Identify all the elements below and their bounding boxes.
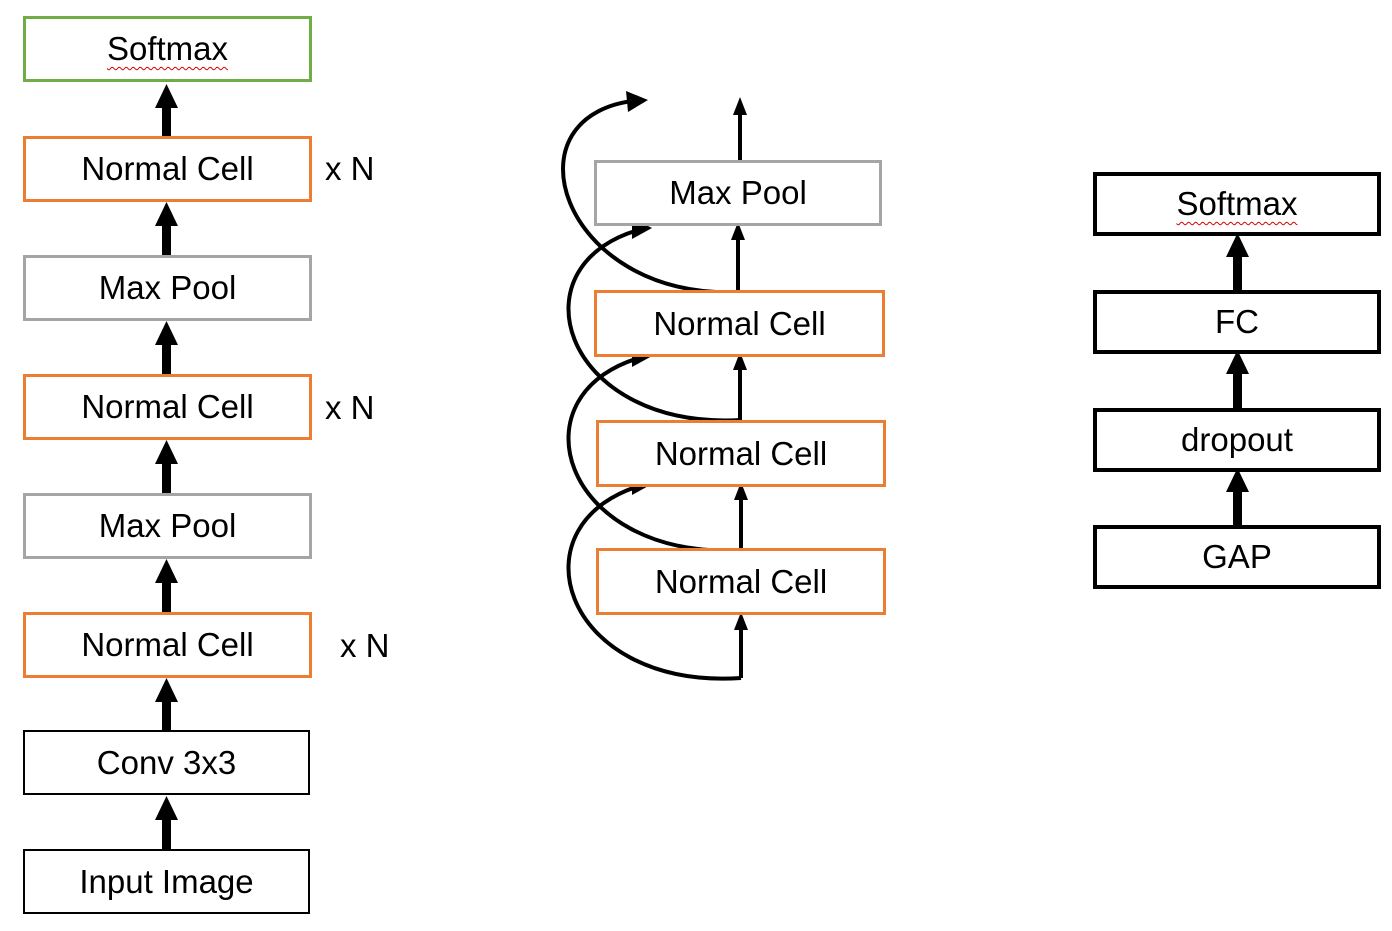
right-dropout-label: dropout (1181, 421, 1293, 458)
middle-straight-heads (731, 97, 748, 630)
left-arrows (155, 84, 178, 850)
middle-max-pool-box: Max Pool (594, 160, 882, 226)
left-normal-cell-2-box: Normal Cell (23, 374, 312, 440)
right-fc-box: FC (1093, 290, 1381, 354)
left-max-pool-2-label: Max Pool (98, 269, 237, 306)
right-softmax-box: Softmax (1093, 172, 1381, 236)
middle-normal-cell-1-box: Normal Cell (596, 548, 886, 615)
left-conv-box: Conv 3x3 (23, 730, 310, 795)
right-dropout-box: dropout (1093, 408, 1381, 472)
left-normal-cell-1-box: Normal Cell (23, 612, 312, 678)
left-normal-cell-3-box: Normal Cell (23, 136, 312, 202)
right-fc-label: FC (1215, 303, 1259, 340)
repeat-label-1: x N (340, 627, 390, 664)
right-arrows (1226, 233, 1249, 526)
skip-connection-curves (561, 98, 742, 681)
middle-normal-cell-3-label: Normal Cell (653, 304, 826, 342)
left-softmax-label: Softmax (106, 30, 229, 67)
left-softmax-box: Softmax (23, 16, 312, 82)
left-input-label: Input Image (79, 862, 254, 900)
left-max-pool-2-box: Max Pool (23, 255, 312, 321)
left-max-pool-1-box: Max Pool (23, 493, 312, 559)
left-normal-cell-2-label: Normal Cell (81, 388, 254, 425)
middle-max-pool-label: Max Pool (669, 174, 807, 211)
middle-normal-cell-3-box: Normal Cell (594, 290, 885, 357)
right-gap-box: GAP (1093, 525, 1381, 589)
left-normal-cell-1-label: Normal Cell (81, 626, 254, 663)
left-conv-label: Conv 3x3 (96, 743, 237, 781)
right-gap-label: GAP (1202, 538, 1272, 575)
middle-straight-arrows (736, 112, 743, 678)
left-input-box: Input Image (23, 849, 310, 914)
middle-normal-cell-2-label: Normal Cell (654, 434, 828, 472)
repeat-label-2: x N (325, 389, 375, 426)
repeat-label-3: x N (325, 150, 375, 187)
middle-normal-cell-1-label: Normal Cell (654, 562, 828, 600)
left-max-pool-1-label: Max Pool (98, 507, 237, 544)
middle-normal-cell-2-box: Normal Cell (596, 420, 886, 487)
left-normal-cell-3-label: Normal Cell (81, 150, 254, 187)
right-softmax-label: Softmax (1176, 185, 1298, 222)
